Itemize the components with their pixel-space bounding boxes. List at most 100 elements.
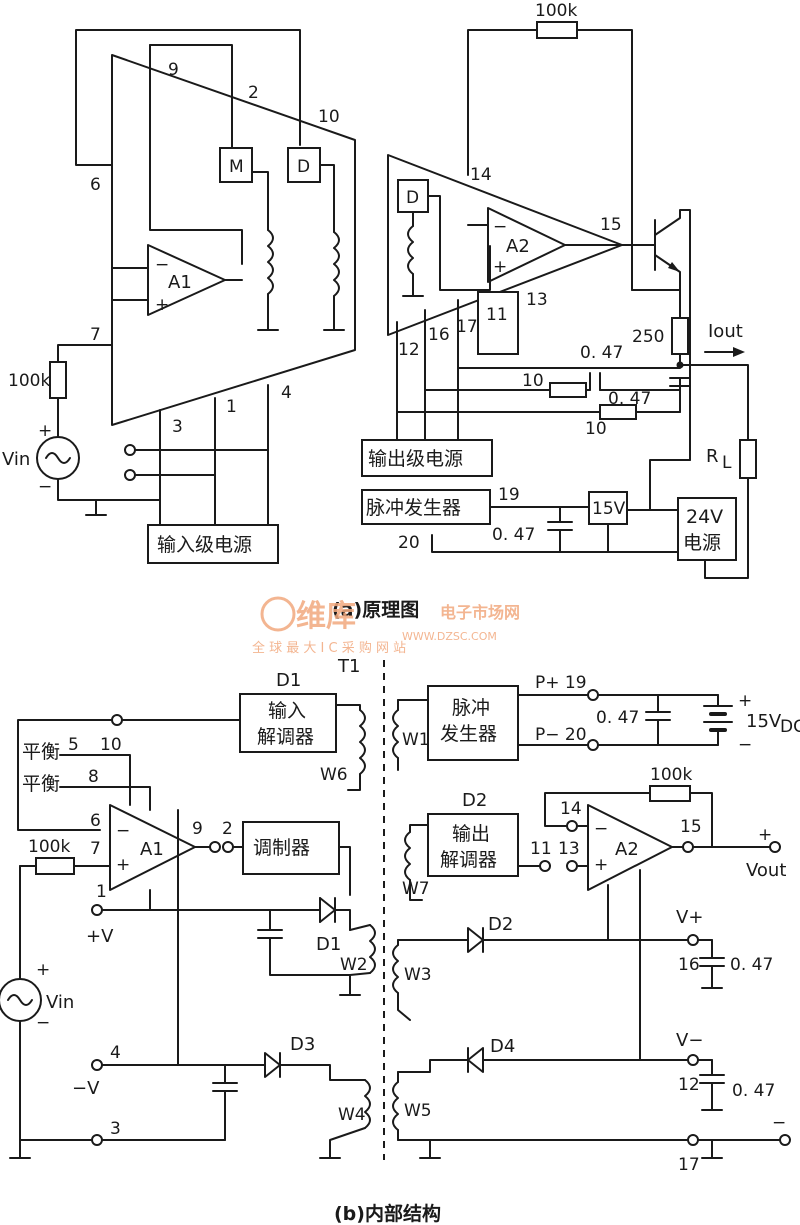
coil-m <box>267 229 274 295</box>
svg-text:A1: A1 <box>168 272 192 293</box>
svg-text:−: − <box>155 255 169 275</box>
svg-text:D1: D1 <box>316 934 341 955</box>
svg-text:D2: D2 <box>488 914 513 935</box>
opamp-a1-left <box>147 244 226 316</box>
svg-text:−V: −V <box>72 1078 100 1099</box>
svg-text:10: 10 <box>318 107 340 127</box>
svg-text:T1: T1 <box>337 656 360 677</box>
winding-w3 <box>392 944 399 994</box>
svg-text:2: 2 <box>248 83 259 103</box>
svg-text:0. 47: 0. 47 <box>580 343 623 363</box>
svg-text:100k: 100k <box>28 837 70 857</box>
svg-text:−: − <box>594 819 608 839</box>
svg-text:发生器: 发生器 <box>440 723 497 745</box>
svg-text:15: 15 <box>680 817 702 837</box>
pulse-generator-box <box>361 489 491 525</box>
svg-text:15: 15 <box>600 215 622 235</box>
resistor-rl <box>739 439 757 479</box>
opamp-a1-internal <box>109 804 196 891</box>
block-m <box>219 147 253 183</box>
svg-text:D: D <box>406 188 419 208</box>
svg-text:D2: D2 <box>462 790 487 811</box>
svg-text:平衡: 平衡 <box>22 773 60 795</box>
svg-text:+V: +V <box>86 926 114 947</box>
svg-text:W5: W5 <box>404 1101 432 1121</box>
svg-text:2: 2 <box>222 819 233 839</box>
pulse-generator-internal <box>427 685 519 761</box>
svg-text:P− 20: P− 20 <box>535 725 587 745</box>
svg-text:4: 4 <box>110 1043 121 1063</box>
svg-text:P+ 19: P+ 19 <box>535 673 587 693</box>
svg-text:−: − <box>116 821 130 841</box>
resistor-10a <box>549 382 587 398</box>
svg-text:+: + <box>594 855 608 875</box>
svg-text:3: 3 <box>172 417 183 437</box>
svg-text:A1: A1 <box>140 839 164 860</box>
svg-text:平衡: 平衡 <box>22 741 60 763</box>
svg-text:13: 13 <box>558 839 580 859</box>
modulator <box>242 821 340 875</box>
svg-text:16: 16 <box>678 955 700 975</box>
svg-text:+: + <box>116 855 130 875</box>
internal-right: W1 脉冲 发生器 P+ 19 P− 20 0. 47 + − 15V DC D… <box>392 673 800 1175</box>
svg-text:5: 5 <box>68 735 79 755</box>
svg-text:15V: 15V <box>746 711 782 732</box>
svg-text:12: 12 <box>678 1075 700 1095</box>
input-isolator-body <box>111 54 356 426</box>
svg-text:1: 1 <box>226 397 237 417</box>
svg-text:15V: 15V <box>592 499 626 519</box>
svg-text:19: 19 <box>498 485 520 505</box>
svg-text:0. 47: 0. 47 <box>492 525 535 545</box>
svg-text:+: + <box>493 257 507 277</box>
svg-text:L: L <box>722 453 732 473</box>
svg-text:13: 13 <box>526 290 548 310</box>
svg-text:输入级电源: 输入级电源 <box>157 534 252 556</box>
svg-text:24V: 24V <box>686 506 723 528</box>
resistor-100k-b-in <box>35 857 75 875</box>
svg-text:11: 11 <box>530 839 552 859</box>
svg-text:解调器: 解调器 <box>440 849 497 871</box>
svg-text:M: M <box>229 157 244 177</box>
svg-text:V−: V− <box>676 1030 703 1051</box>
svg-text:W1: W1 <box>402 730 430 750</box>
svg-text:全 球 最 大 I C 采 购 网 站: 全 球 最 大 I C 采 购 网 站 <box>252 640 406 656</box>
input-demodulator <box>239 693 337 753</box>
svg-text:W7: W7 <box>402 879 430 899</box>
svg-text:14: 14 <box>560 799 582 819</box>
opamp-a2-internal <box>587 804 673 891</box>
svg-text:14: 14 <box>470 165 492 185</box>
svg-text:4: 4 <box>281 383 292 403</box>
internal-left: D1 输入 解调器 W6 平衡 5 10 平衡 8 A1 − + 6 7 100… <box>0 670 376 1159</box>
winding-w7 <box>404 831 411 881</box>
svg-text:解调器: 解调器 <box>257 726 314 748</box>
power-24v <box>677 497 737 561</box>
block-11 <box>477 291 519 355</box>
svg-text:6: 6 <box>90 811 101 831</box>
svg-text:−: − <box>738 735 752 755</box>
winding-w6 <box>359 709 366 775</box>
svg-text:12: 12 <box>398 340 420 360</box>
svg-text:脉冲: 脉冲 <box>452 697 490 719</box>
resistor-100k-b-fb <box>649 785 691 802</box>
svg-text:7: 7 <box>90 839 101 859</box>
winding-w2 <box>369 924 376 974</box>
svg-text:+: + <box>36 960 50 980</box>
svg-text:电子市场网: 电子市场网 <box>440 603 520 622</box>
svg-text:9: 9 <box>192 819 203 839</box>
svg-text:W2: W2 <box>340 955 368 975</box>
resistor-10b <box>599 404 637 420</box>
svg-text:100k: 100k <box>8 371 50 391</box>
svg-text:−: − <box>493 217 507 237</box>
svg-text:Vin: Vin <box>46 992 74 1013</box>
svg-text:0. 47: 0. 47 <box>730 955 773 975</box>
winding-w4 <box>364 1079 371 1129</box>
svg-text:−: − <box>36 1013 50 1033</box>
svg-text:10: 10 <box>522 371 544 391</box>
svg-text:Iout: Iout <box>708 321 743 342</box>
resistor-250 <box>671 317 689 355</box>
svg-text:10: 10 <box>100 735 122 755</box>
svg-text:DC: DC <box>780 717 800 737</box>
svg-text:Vin: Vin <box>2 449 30 470</box>
block-d-right <box>397 179 429 213</box>
